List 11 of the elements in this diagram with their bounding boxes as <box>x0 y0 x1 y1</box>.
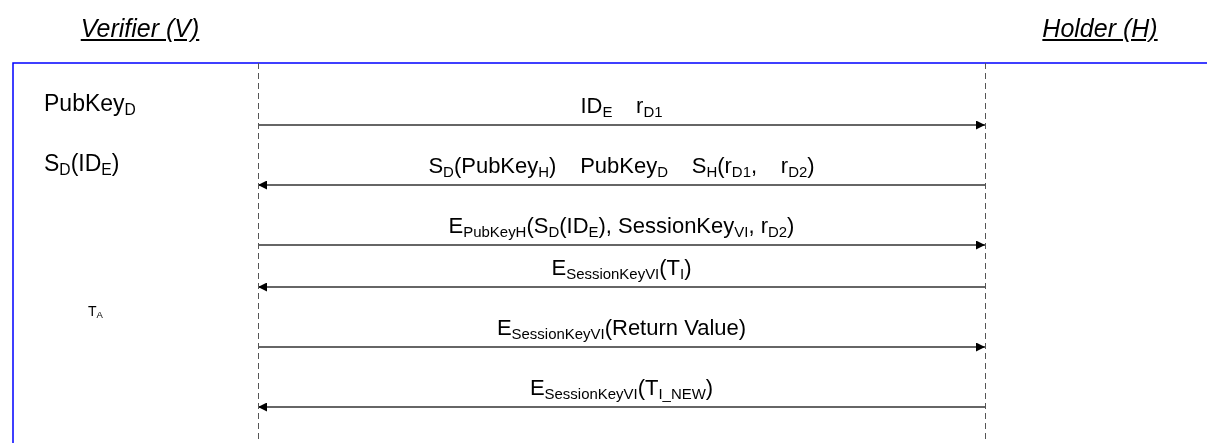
message-arrow <box>257 180 986 190</box>
participant-name: Verifier (V) <box>80 14 200 43</box>
message-arrow <box>257 120 986 130</box>
participant-name: Holder (H) <box>1042 14 1158 43</box>
message-arrow <box>257 342 986 352</box>
message-arrow <box>257 240 986 250</box>
state-label: T$_{A}$ <box>88 303 103 319</box>
message-arrow <box>257 402 986 412</box>
state-label: PubKey$_{D}$ <box>44 90 136 117</box>
message-arrow <box>257 282 986 292</box>
state-label: S$_{D}$(ID$_{E}$) <box>44 150 120 177</box>
